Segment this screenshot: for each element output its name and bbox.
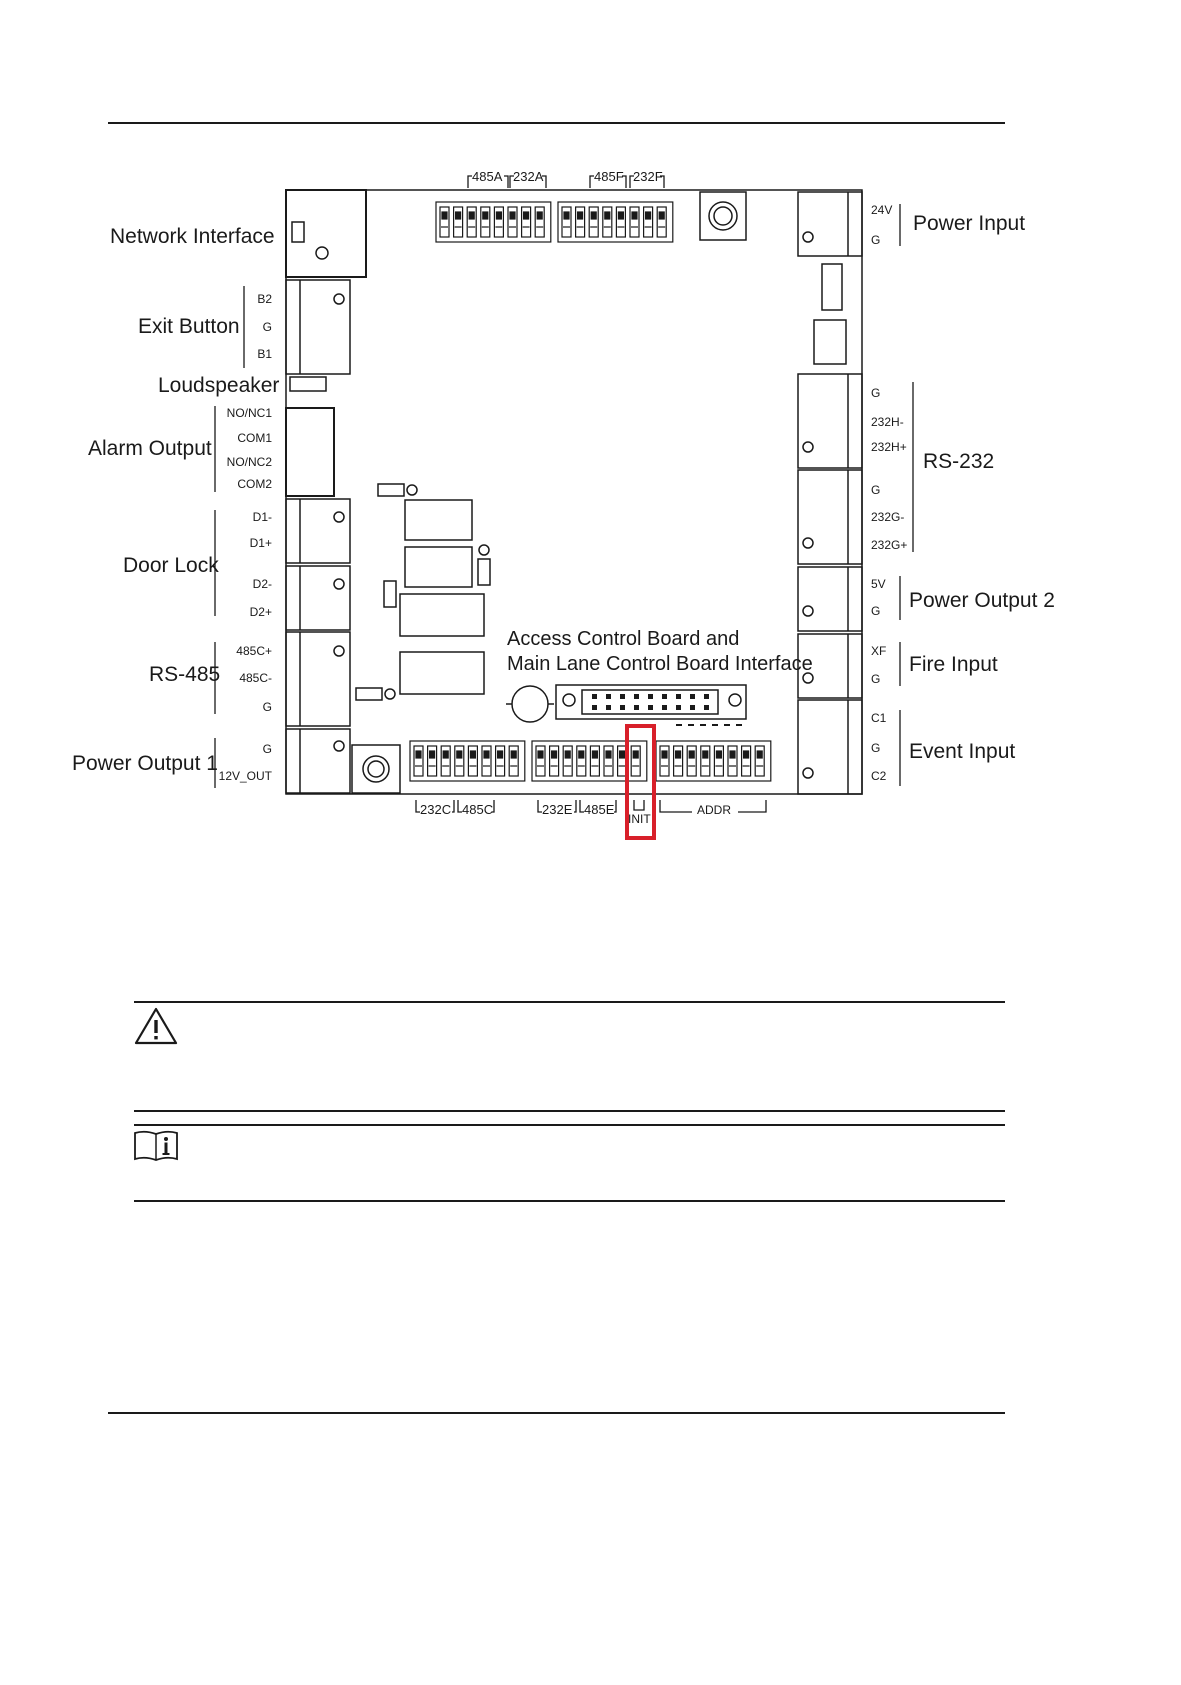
dip-switch-top-a [435, 201, 552, 243]
chip-2 [404, 546, 473, 588]
label-alarm-output: Alarm Output [88, 437, 212, 460]
pin-b1: B1 [257, 347, 272, 361]
pin-nonc2: NO/NC2 [227, 455, 273, 469]
door-lock-terminal-1 [285, 498, 351, 564]
label-event-input: Event Input [909, 740, 1015, 763]
jumper-3 [477, 558, 491, 586]
pin-c2: C2 [871, 769, 887, 783]
battery [511, 685, 549, 723]
rs232-terminal-g [797, 469, 863, 565]
pin-xf: XF [871, 644, 886, 658]
pin-pi-g: G [871, 233, 880, 247]
jumper-1 [377, 483, 405, 497]
pin-5v: 5V [871, 577, 886, 591]
dip-switch-bottom-e [531, 740, 648, 782]
label-interface-line2: Main Lane Control Board Interface [507, 653, 813, 675]
pin-c-g: G [871, 741, 880, 755]
pin-d2-plus: D2+ [250, 605, 272, 619]
dip-label-232a: 232A [513, 169, 544, 184]
top-button [699, 191, 747, 241]
buzzer [351, 744, 401, 794]
label-loudspeaker: Loudspeaker [158, 374, 279, 397]
pin-232b-g: G [871, 483, 880, 497]
dip-switch-bottom-c [409, 740, 526, 782]
pin-24v: 24V [871, 203, 892, 217]
dip-label-485e: 485E [584, 802, 615, 817]
chip-4 [399, 651, 485, 695]
dip-switch-bottom-addr [655, 740, 772, 782]
label-fire-input: Fire Input [909, 653, 998, 676]
pin-com1: COM1 [237, 431, 272, 445]
pin-485c-plus: 485C+ [236, 644, 272, 658]
event-input-terminal [797, 699, 863, 795]
chip-3 [399, 593, 485, 637]
fire-input-terminal [797, 633, 863, 699]
label-power-input: Power Input [913, 212, 1025, 235]
pin-exit-g: G [263, 320, 272, 334]
caution-bottom-rule [134, 1110, 1005, 1112]
label-interface-line1: Access Control Board and [507, 628, 739, 650]
dip-label-485a: 485A [472, 169, 503, 184]
info-book-icon [133, 1129, 179, 1163]
power-input-terminal [797, 191, 863, 257]
rs232-terminal-h [797, 373, 863, 469]
dip-label-485f: 485F [594, 169, 624, 184]
note-bottom-rule [134, 1200, 1005, 1202]
label-power-output-1: Power Output 1 [72, 752, 218, 775]
pin-c1: C1 [871, 711, 887, 725]
label-rs485: RS-485 [149, 663, 220, 686]
pin-232h-plus: 232H+ [871, 440, 907, 454]
pin-485-g: G [263, 700, 272, 714]
pin-d1-minus: D1- [253, 510, 272, 524]
dip-label-232c: 232C [420, 802, 451, 817]
pin-d2-minus: D2- [253, 577, 272, 591]
exit-button-terminal [285, 279, 351, 375]
side-connector [813, 319, 847, 365]
label-rs232: RS-232 [923, 450, 994, 473]
pin-com2: COM2 [237, 477, 272, 491]
dip-label-addr: ADDR [697, 803, 731, 817]
header-rule [108, 122, 1005, 124]
dip-label-485c: 485C [462, 802, 493, 817]
pin-12v-out: 12V_OUT [219, 769, 273, 783]
pin-5v-g: G [871, 604, 880, 618]
rj45-connector [285, 189, 367, 278]
label-network-interface: Network Interface [110, 225, 275, 248]
footer-rule [108, 1412, 1005, 1414]
note-top-rule [134, 1124, 1005, 1126]
power-output-2-terminal [797, 566, 863, 632]
pin-232a-g: G [871, 386, 880, 400]
dip-label-init: INIT [628, 812, 651, 826]
dip-label-232f: 232F [633, 169, 663, 184]
dip-switch-top-f [557, 201, 674, 243]
jumper-2 [383, 580, 397, 608]
ribbon-connector [555, 684, 747, 720]
init-highlight-box [625, 724, 656, 840]
pin-232g-plus: 232G+ [871, 538, 907, 552]
label-power-output-2: Power Output 2 [909, 589, 1055, 612]
dip-label-232e: 232E [542, 802, 573, 817]
rs485-terminal [285, 631, 351, 727]
label-door-lock: Door Lock [123, 554, 219, 577]
door-lock-terminal-2 [285, 565, 351, 631]
chip-1 [404, 499, 473, 541]
label-exit-button: Exit Button [138, 315, 240, 338]
pin-po1-g: G [263, 742, 272, 756]
caution-top-rule [134, 1001, 1005, 1003]
ribbon-pins [592, 694, 742, 726]
pin-b2: B2 [257, 292, 272, 306]
fuse [821, 263, 843, 311]
jumper-4 [355, 687, 383, 701]
pin-nonc1: NO/NC1 [227, 406, 273, 420]
pin-xf-g: G [871, 672, 880, 686]
pin-485c-minus: 485C- [239, 671, 272, 685]
pin-d1-plus: D1+ [250, 536, 272, 550]
alarm-output-block [285, 407, 335, 497]
board-diagram: Network Interface Exit Button Loudspeake… [72, 169, 1055, 840]
power-output-1-terminal [285, 728, 351, 794]
warning-triangle-icon [133, 1006, 179, 1046]
loudspeaker-connector [289, 376, 327, 392]
pin-232h-minus: 232H- [871, 415, 904, 429]
pin-232g-minus: 232G- [871, 510, 904, 524]
